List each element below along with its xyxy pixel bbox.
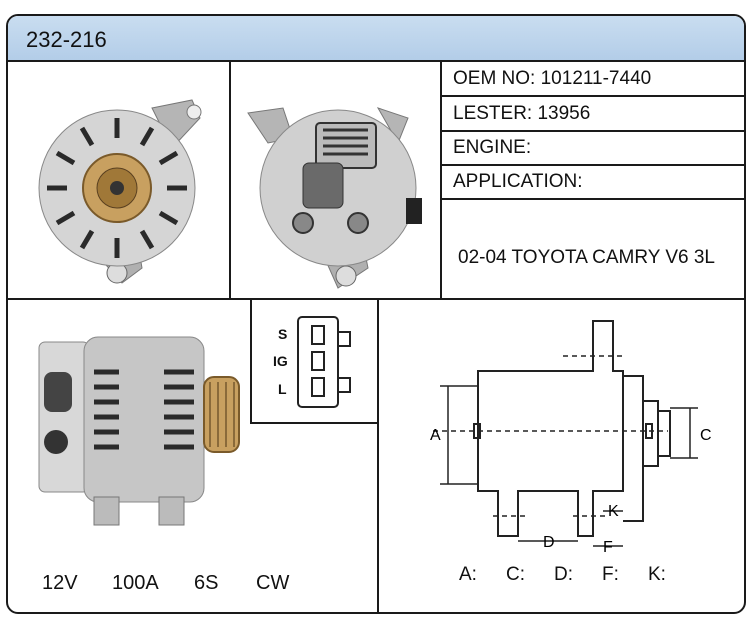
- dim-label-a: A: [430, 427, 441, 444]
- dim-key-a: A:: [459, 564, 477, 585]
- divider: [440, 95, 744, 97]
- pin-label-s: S: [278, 326, 288, 342]
- vehicle-application: 02-04 TOYOTA CAMRY V6 3L: [458, 247, 715, 268]
- dim-key-d: D:: [554, 564, 573, 585]
- alternator-rear-photo: [247, 107, 422, 289]
- divider: [8, 298, 744, 300]
- title-bar: 232-216: [8, 16, 744, 62]
- dim-label-d: D: [543, 534, 555, 551]
- application-label: APPLICATION:: [453, 171, 583, 192]
- pin-label-l: L: [278, 381, 287, 397]
- oem-number: OEM NO: 101211-7440: [453, 68, 652, 89]
- divider: [440, 164, 744, 166]
- dim-key-c: C:: [506, 564, 525, 585]
- spec-grooves: 6S: [194, 572, 219, 594]
- spec-rotation: CW: [256, 572, 290, 594]
- dim-label-c: C: [700, 427, 712, 444]
- divider: [250, 422, 379, 424]
- dim-label-f: F: [603, 539, 613, 556]
- dim-key-k: K:: [648, 564, 666, 585]
- spec-amperage: 100A: [112, 572, 159, 594]
- alternator-front-photo: [38, 99, 202, 284]
- divider: [377, 298, 379, 612]
- divider: [440, 198, 744, 200]
- connector-plug-diagram: [297, 316, 351, 408]
- part-number: 232-216: [26, 27, 107, 52]
- dim-label-k: K: [608, 503, 619, 520]
- divider: [440, 60, 442, 298]
- engine-label: ENGINE:: [453, 137, 532, 158]
- lester-number: LESTER: 13956: [453, 103, 591, 124]
- pin-label-ig: IG: [273, 353, 288, 369]
- dimension-drawing: A C D F K: [430, 320, 712, 556]
- dim-key-f: F:: [602, 564, 619, 585]
- divider: [440, 130, 744, 132]
- divider: [229, 60, 231, 298]
- spec-sheet: 232-216: [6, 14, 746, 614]
- spec-voltage: 12V: [42, 572, 78, 594]
- divider: [250, 298, 252, 422]
- alternator-side-photo: [38, 336, 240, 526]
